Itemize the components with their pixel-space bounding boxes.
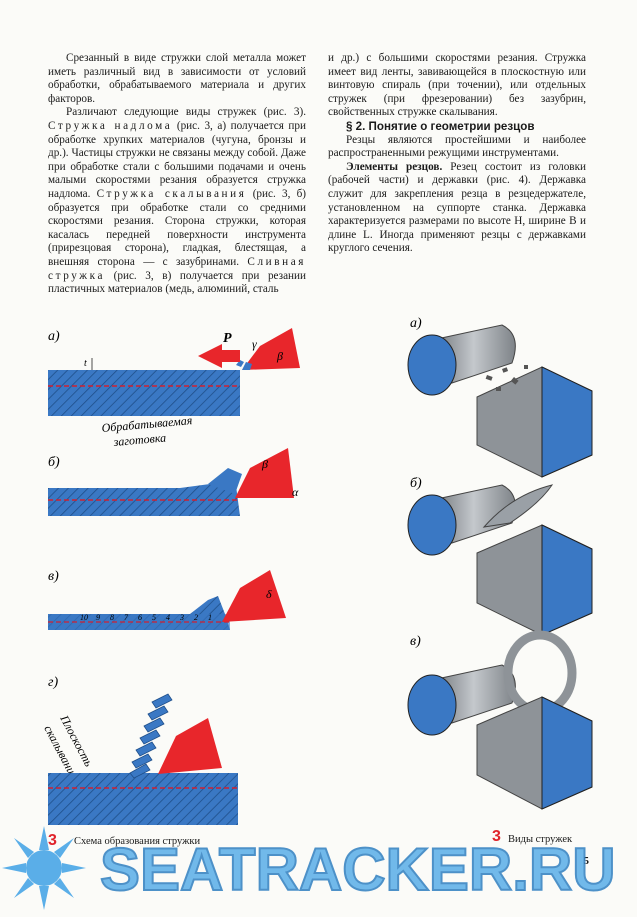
chip-b [208,468,242,494]
page-number: 5 [583,855,590,867]
term-nadlom: Стружка надлома [48,119,173,132]
left-text-column: Срезанный в виде стружки слой металла мо… [48,52,306,297]
term-slivnaya: Сливная стружка [48,255,307,282]
shear-chip-stack [129,693,173,779]
chip-types-lead: Различают следующие виды стружек (рис. 3… [66,106,306,119]
paragraph-cutters-intro: Резцы являются простейшими и наиболее ра… [328,133,586,160]
depth-label: t [84,358,87,369]
paragraph-chip-types: Различают следующие виды стружек (рис. 3… [48,106,306,296]
svg-text:5: 5 [152,613,156,622]
svg-text:4: 4 [166,613,170,622]
label-a-right: а) [410,316,422,331]
cutter-holder-face-v [541,696,593,810]
caption-left: Схема образования стружки [74,836,201,847]
term-skalyvaniya: Стружка скалывания [96,187,247,200]
force-arrow [198,344,240,368]
workpiece-g [48,773,238,825]
svg-text:9: 9 [96,613,100,622]
slivnaya-text: (рис. 3, в) получается при резании пласт… [48,269,306,296]
svg-text:3: 3 [179,613,184,622]
chip-ribbon-b [482,484,554,528]
chip-formation-figure: а) t P γ β Обрабатываемая заготовка б) β… [41,328,300,825]
beta-a: β [276,349,283,363]
svg-text:7: 7 [124,613,129,622]
svg-text:10: 10 [80,613,88,622]
label-v: в) [48,569,59,584]
cutter-b [235,448,294,498]
cutter-g [158,718,222,774]
term-cutter-elements: Элементы резцов. [346,160,443,173]
svg-text:1: 1 [208,613,212,622]
svg-text:8: 8 [110,613,114,622]
segment-numbers: 10 9 8 7 6 5 4 3 2 1 [80,613,212,622]
delta-v: δ [266,587,272,601]
watermark-text: SEATRACKER.RU [100,836,616,903]
workpiece-a [48,370,240,416]
skalyvaniya-text: (рис. 3, б) образуется при обработке ста… [48,187,307,268]
beta-b: β [261,457,268,471]
workpiece-caption-2: заготовка [112,430,167,449]
paragraph-intro: Срезанный в виде стружки слой металла мо… [48,52,306,105]
cutter-holder-face-b [541,524,593,636]
workpiece-face-a [407,334,457,396]
gamma-a: γ [252,337,257,351]
cutter-v [222,570,286,622]
cutter-a [242,328,300,370]
alpha-b: α [292,485,299,499]
workpiece-face-v [407,674,457,736]
sun-logo [2,826,86,910]
force-label: P [223,331,232,346]
paragraph-continuation: и др.) с большими скоростями резания. Ст… [328,52,586,119]
workpiece-face-b [407,494,457,556]
caption-number-right: 3 [492,828,501,845]
cutter-elements-text: Резец состоит из головки (рабочей части)… [328,160,586,255]
svg-text:6: 6 [138,613,142,622]
watermark: SEATRACKER.RU [2,826,617,910]
caption-right: Виды стружек [508,834,573,845]
caption-number-left: 3 [48,832,57,849]
label-a: а) [48,329,60,344]
right-text-column: и др.) с большими скоростями резания. Ст… [328,52,586,256]
label-v-right: в) [410,634,421,649]
label-b-right: б) [410,476,422,491]
section-title: § 2. Понятие о геометрии резцов [346,119,535,133]
chip-types-figure: а) б) в) [407,316,593,810]
label-g: г) [48,675,58,690]
chip-fragments-a [236,360,252,370]
nadlom-text: (рис. 3, а) получается при обработке хру… [48,119,306,200]
svg-text:2: 2 [194,613,198,622]
paragraph-cutter-elements: Элементы резцов. Резец состоит из головк… [328,161,586,256]
cutter-holder-face-a [541,366,593,478]
chip-fragments-right-a [485,365,528,391]
workpiece-b [48,478,240,516]
label-b: б) [48,455,60,470]
